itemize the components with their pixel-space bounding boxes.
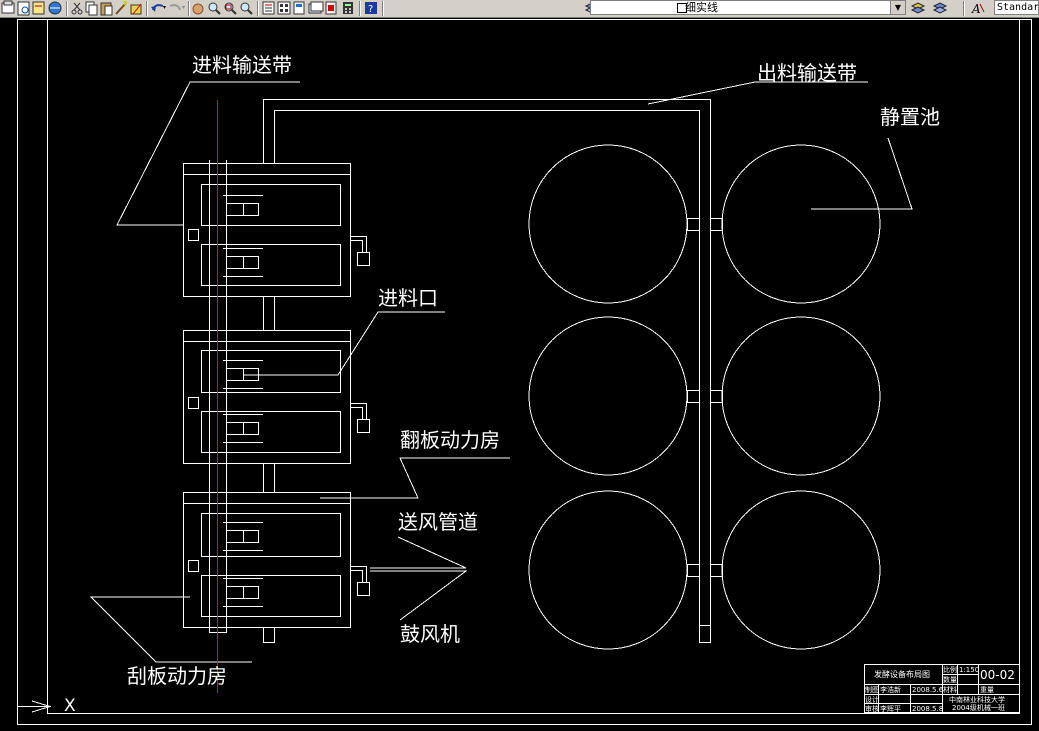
scale-value: 1:150 [959,666,980,674]
pan-icon[interactable] [192,3,204,15]
tool-palettes-icon[interactable] [293,1,305,15]
text-style-icon[interactable]: A [971,2,985,16]
layer-dropdown[interactable]: 细实线 ▼ [590,0,906,15]
drawn-label: 制图 [865,686,879,694]
title-block: 发酵设备布局图 比例 1:150 数量 00-02 制图 李浩新 2008.5.… [864,664,1020,713]
settling-tank-4 [721,316,881,476]
scale-label: 比例 [943,666,957,674]
settling-tank-3 [528,316,688,476]
fermentation-unit-1 [183,163,370,297]
discharge-conveyor [263,99,711,643]
check-name: 李辉平 [880,705,901,713]
zoom-previous-icon[interactable] [240,2,253,15]
layer-manager-icon[interactable] [932,2,948,14]
zoom-window-icon[interactable] [224,2,237,15]
plot-icon[interactable] [1,0,15,14]
markup-icon[interactable] [325,1,337,15]
settling-tank-2 [721,144,881,304]
settling-tank-label: 静置池 [880,105,940,129]
standard-toolbar: ▾ ▾ ? 细实线 ▼ A Standard [0,0,1039,18]
match-properties-icon[interactable] [115,1,127,15]
calculator-icon[interactable] [343,2,353,14]
svg-text:?: ? [368,4,373,15]
tank-pipe-stubs [687,218,723,577]
zoom-realtime-icon[interactable] [208,2,221,15]
cut-icon[interactable] [71,2,83,15]
publish-icon[interactable] [32,1,45,15]
plot-preview-icon[interactable] [17,1,30,16]
title-block-frame [864,664,1020,713]
ucs-icon [18,700,52,713]
3d-dwf-icon[interactable] [48,1,62,15]
svg-text:▾: ▾ [163,4,166,11]
color-icon [677,3,687,13]
ucs-x-label: X [64,696,76,716]
settling-tanks [528,144,881,650]
undo-icon[interactable]: ▾ [151,4,166,12]
scraper-power-room-label: 刮板动力房 [127,664,227,688]
settling-tank-5 [528,490,688,650]
design-center-icon[interactable] [277,1,291,15]
check-label: 审核 [865,705,879,713]
unit-connectors [263,296,275,643]
design-label: 设计 [865,696,879,704]
weight-label: 重量 [980,686,994,694]
drawing-canvas[interactable] [0,18,1039,731]
svg-text:A: A [971,2,981,16]
university-name: 中南林业科技大学 [949,696,1005,704]
discharge-conveyor-label: 出料输送带 [757,61,857,85]
help-icon[interactable]: ? [365,2,377,15]
drawn-date: 2008.5.6 [912,686,944,694]
layer-previous-icon[interactable] [910,2,926,14]
drawing-title: 发酵设备布局图 [874,670,930,679]
feed-inlet-label: 进料口 [378,286,438,310]
blower-label: 鼓风机 [400,622,460,646]
copy-icon[interactable] [85,1,98,16]
chevron-down-icon[interactable]: ▼ [890,1,905,14]
fermentation-unit-3 [183,492,370,628]
layer-name: 细实线 [685,1,718,14]
paste-icon[interactable] [100,2,113,16]
check-date: 2008.5.8 [912,705,944,713]
drawing-code: 00-02 [980,668,1015,682]
quantity-label: 数量 [943,676,957,684]
leader-lines [89,81,913,663]
text-style-dropdown[interactable]: Standard [994,0,1039,15]
redo-icon[interactable]: ▾ [169,4,185,11]
layer-manager-icon[interactable] [584,3,590,13]
toolbar-icons: ▾ ▾ ? [1,0,590,16]
svg-text:▾: ▾ [182,4,185,11]
block-editor-icon[interactable] [130,3,142,15]
class-name: 2004级机械一班 [952,704,1005,712]
right-toolbar-icons: A [910,1,985,16]
settling-tank-1 [528,144,688,304]
properties-icon[interactable] [262,1,275,15]
air-duct-label: 送风管道 [398,510,478,534]
feed-conveyor-label: 进料输送带 [192,53,292,77]
material-label: 材料 [943,686,957,694]
flip-power-room-label: 翻板动力房 [400,428,500,452]
sheet-set-icon[interactable] [308,1,324,14]
settling-tank-6 [721,490,881,650]
fermentation-unit-2 [183,330,370,464]
sheet-inner-border [47,19,1020,714]
drawn-name: 李浩新 [880,686,901,694]
